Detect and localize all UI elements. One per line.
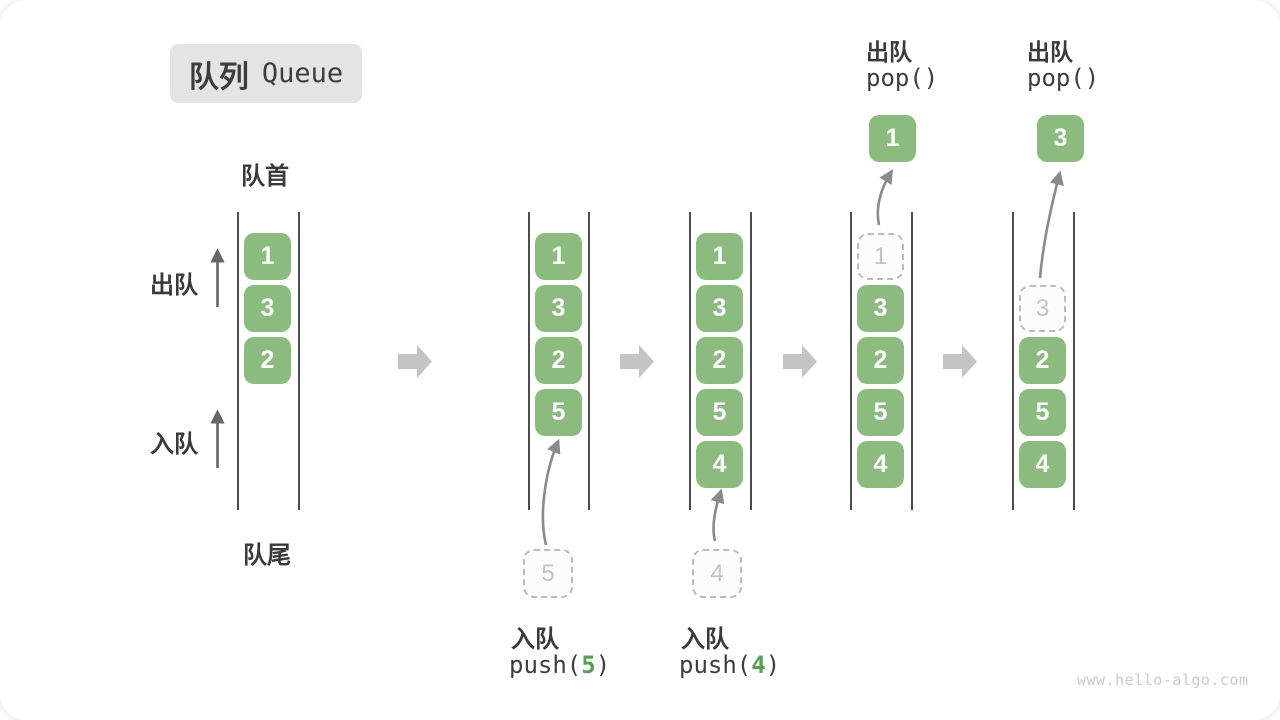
pop1-label: 出队 — [866, 39, 912, 65]
queue3-item: 5 — [696, 389, 743, 436]
queue3-item: 4 — [696, 441, 743, 488]
pop2-code: pop() — [1027, 64, 1100, 92]
queue4-removed-ghost: 1 — [857, 233, 904, 280]
title-zh: 队列 — [188, 60, 249, 94]
queue4-right-wall — [911, 212, 913, 510]
push4-fn: push( — [679, 651, 752, 679]
queue5-item: 2 — [1019, 337, 1066, 384]
push5-close: ) — [595, 651, 611, 679]
step-right-arrow-icon — [620, 345, 654, 378]
title-en: Queue — [261, 58, 344, 89]
queue5-right-wall — [1073, 212, 1075, 510]
queue4-item: 3 — [857, 285, 904, 332]
title-box: 队列 Queue — [170, 44, 362, 103]
dequeue1-curve-arrow-icon — [876, 169, 893, 226]
step-right-arrow-icon — [398, 345, 432, 378]
push5-label: 入队 — [511, 626, 559, 653]
pop1-code: pop() — [866, 64, 939, 92]
queue5-left-wall — [1012, 212, 1014, 510]
push4-code: push(4) — [679, 651, 780, 679]
queue2-item: 5 — [535, 389, 582, 436]
watermark: www.hello-algo.com — [1077, 671, 1249, 689]
dequeue3-curve-arrow-icon — [1038, 170, 1064, 279]
step-right-arrow-icon — [943, 345, 977, 378]
queue1-right-wall — [298, 212, 300, 510]
queue4-item: 5 — [857, 389, 904, 436]
queue3-right-wall — [750, 212, 752, 510]
queue1-left-wall — [237, 212, 239, 510]
queue4-popped-item: 1 — [869, 115, 916, 162]
queue-front-label: 队首 — [241, 163, 289, 190]
queue4-item: 4 — [857, 441, 904, 488]
queue3-item: 2 — [696, 337, 743, 384]
queue2-item: 2 — [535, 337, 582, 384]
queue1-item: 3 — [244, 285, 291, 332]
queue5-removed-ghost: 3 — [1019, 285, 1066, 332]
dequeue-side-label: 出队 — [150, 272, 198, 299]
queue1-item: 1 — [244, 233, 291, 280]
push4-arg: 4 — [751, 651, 766, 679]
enqueue4-curve-arrow-icon — [710, 488, 725, 542]
push5-arg: 5 — [581, 651, 596, 679]
queue2-item: 1 — [535, 233, 582, 280]
push5-fn: push( — [509, 651, 582, 679]
queue3-item: 1 — [696, 233, 743, 280]
queue2-right-wall — [588, 212, 590, 510]
push5-code: push(5) — [509, 651, 610, 679]
push4-close: ) — [765, 651, 781, 679]
pop2-label: 出队 — [1027, 39, 1073, 65]
queue4-left-wall — [850, 212, 852, 510]
step-right-arrow-icon — [783, 345, 817, 378]
queue2-incoming-ghost: 5 — [523, 549, 573, 598]
push4-label: 入队 — [681, 626, 729, 653]
queue2-item: 3 — [535, 285, 582, 332]
queue1-item: 2 — [244, 337, 291, 384]
enqueue-side-label: 入队 — [150, 431, 198, 458]
queue3-incoming-ghost: 4 — [692, 549, 742, 598]
enqueue5-curve-arrow-icon — [541, 438, 561, 546]
queue4-item: 2 — [857, 337, 904, 384]
queue3-left-wall — [689, 212, 691, 510]
queue5-item: 5 — [1019, 389, 1066, 436]
queue5-item: 4 — [1019, 441, 1066, 488]
queue5-popped-item: 3 — [1037, 115, 1084, 162]
queue-rear-label: 队尾 — [243, 542, 291, 569]
queue3-item: 3 — [696, 285, 743, 332]
queue2-left-wall — [528, 212, 530, 510]
